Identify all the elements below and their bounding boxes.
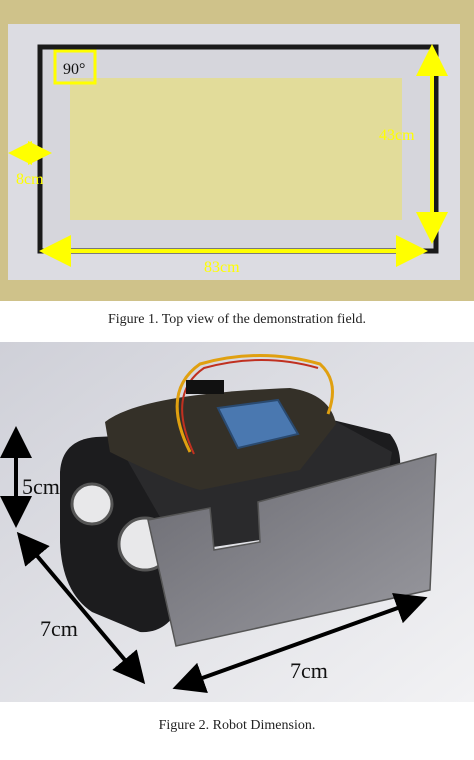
robot-width-arrow [172, 593, 428, 693]
robot-depth-label: 7cm [40, 616, 78, 641]
robot-width-label: 7cm [290, 658, 328, 683]
figure-2-caption: Figure 2. Robot Dimension. [158, 718, 316, 733]
robot-depth-arrow [16, 531, 146, 685]
width-label: 83cm [204, 259, 240, 276]
wire-harness [175, 354, 334, 453]
wire-red [181, 359, 319, 455]
figure-1-photo: 90° 43cm 83cm 8cm [0, 0, 474, 301]
height-label: 43cm [379, 127, 415, 144]
connector-header [186, 380, 224, 394]
field-illustration: 90° 43cm 83cm 8cm [0, 0, 474, 301]
border-label: 8cm [16, 171, 44, 188]
inner-yellow-field [70, 78, 402, 220]
angle-marker-box [53, 49, 97, 85]
figure-1-caption: Figure 1. Top view of the demonstration … [107, 312, 367, 327]
figure-2-photo: 5cm 7cm 7cm [0, 342, 474, 702]
robot-height-label: 5cm [22, 474, 60, 499]
rear-wheel [70, 482, 114, 526]
angle-label: 90° [63, 61, 85, 78]
bluetooth-module [216, 398, 300, 450]
robot-illustration: 5cm 7cm 7cm [0, 342, 474, 702]
